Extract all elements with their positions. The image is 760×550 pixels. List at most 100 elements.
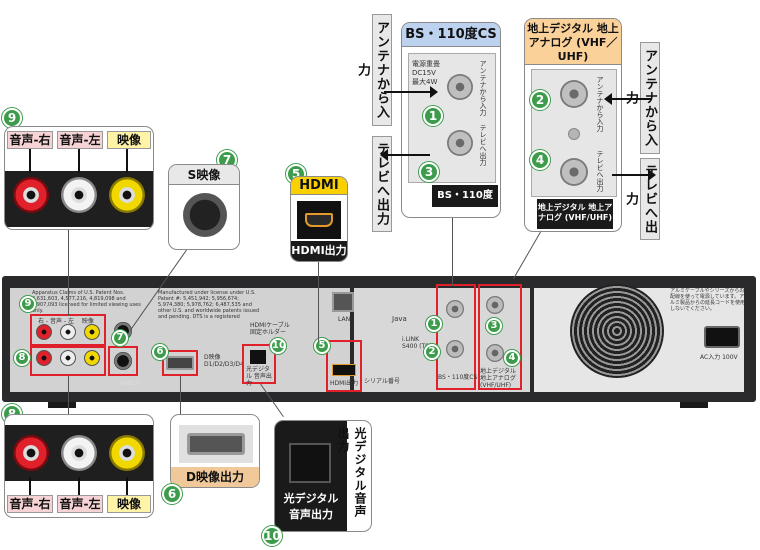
device-av9-white (60, 324, 76, 340)
device-serial-label: シリアル番号 (364, 378, 400, 385)
optical-callout-port (289, 443, 331, 483)
dvideo-callout-badge: 6 (162, 484, 182, 504)
av8-callout: 音声-右 音声-左 映像 (4, 414, 154, 518)
device-av9-yellow (84, 324, 100, 340)
device-foot-left (48, 402, 76, 408)
optical-side-label: 光デジタル音声出力 (336, 427, 367, 518)
bs-callout: BS・110度CS 電源重畳 DC15V 最大4W アンテナから入力 テレビへ出… (401, 22, 501, 218)
device-ac-inlet (704, 326, 740, 348)
av-out-label: AV出力 (120, 380, 140, 387)
device-ac-label: AC入力 100V (700, 354, 738, 361)
bs-callout-header: BS・110度CS (402, 23, 500, 47)
device-hdmi-label: HDMI出力 (330, 380, 359, 387)
dvideo-callout-caption: D映像出力 (171, 467, 259, 487)
svideo-callout-connector (183, 193, 227, 237)
dvideo-callout: D映像出力 (170, 414, 260, 488)
device-bs-out (446, 340, 464, 358)
terr-mid-screw (568, 128, 580, 140)
bs-in-arrowhead (430, 86, 438, 98)
device-av8-box (30, 346, 106, 376)
av8-label-left: 音声-左 (57, 495, 103, 513)
device-right-warning: アルミケーブルやシリーズからの配線を使って電源しています。アルミ製品からの延長コ… (670, 288, 746, 312)
av9-label-left: 音声-左 (57, 131, 103, 149)
dts-text: Manufactured under license under U.S. Pa… (158, 290, 260, 320)
device-badge-1: 1 (426, 316, 442, 332)
device-svideo-box (108, 346, 138, 376)
av9-arrow-1 (29, 149, 31, 173)
bs-panel: 電源重畳 DC15V 最大4W アンテナから入力 テレビへ出力 (408, 53, 496, 183)
device-dvideo-box (162, 350, 198, 376)
device-terr-box (478, 284, 522, 390)
device-av9-red (36, 324, 52, 340)
device-av8-white (60, 350, 76, 366)
device-dvideo-port (166, 356, 194, 370)
device-foot-right (680, 402, 708, 408)
hdmi-callout-header: HDMI (291, 177, 347, 195)
device-fan-grille (570, 284, 664, 378)
av-in-row-label: 右 - 音声 - 左 映像 (38, 318, 94, 325)
av9-red-jack (13, 177, 49, 213)
device-hdmi-box (326, 340, 362, 392)
device-badge-8: 8 (14, 350, 30, 366)
device-svideo-jack (114, 352, 132, 370)
device-java-label: Java (392, 315, 407, 323)
terr-panel-caption: 地上デジタル 地上アナログ (VHF/UHF) (537, 199, 613, 229)
dvideo-callout-port (179, 425, 253, 463)
terr-panel: アンテナから入力 テレビへ出力 (531, 69, 617, 197)
av9-arrow-3 (126, 149, 128, 173)
device-ilink-label: i.LINK S400 (TS) (402, 336, 432, 350)
device-optical-label: 光デジタル 音声出力 (246, 366, 272, 387)
bs-in-arrow (384, 91, 432, 93)
device-lan-port (332, 292, 354, 312)
terr-in-connector (560, 80, 588, 108)
device-badge-4: 4 (504, 350, 520, 366)
hdmi-callout: HDMI HDMI出力 (290, 176, 348, 262)
bs-out-connector (447, 130, 473, 156)
terr-out-arrow (612, 174, 650, 176)
terr-callout-header: 地上デジタル 地上アナログ (VHF／UHF) (525, 19, 621, 65)
hdmi-cable-holder-label: HDMIケーブル 固定ホルダー (250, 322, 290, 336)
hdmi-callout-port (297, 201, 341, 239)
bs-power-text: 電源重畳 DC15V 最大4W (412, 60, 440, 86)
device-badge-2: 2 (424, 344, 440, 360)
bs-port-out-label: テレビへ出力 (479, 124, 487, 166)
av8-arrow-2 (78, 477, 80, 495)
device-terr-in (486, 296, 504, 314)
bs-panel-caption: BS・110度CS (432, 185, 498, 217)
bs-out-arrowhead (380, 149, 388, 161)
device-optical-port (250, 350, 266, 364)
terr-port-out-label: テレビへ出力 (596, 150, 604, 192)
terr-in-arrow (610, 98, 652, 100)
av9-arrow-2 (78, 149, 80, 173)
device-bs-box (436, 284, 476, 390)
leader-dvideo (180, 376, 181, 416)
device-terr-out (486, 344, 504, 362)
optical-callout-caption: 光デジタル 音声出力 (283, 492, 339, 521)
terr-callout: 地上デジタル 地上アナログ (VHF／UHF) アンテナから入力 テレビへ出力 … (524, 18, 622, 232)
terr-port-in-label: アンテナから入力 (596, 76, 604, 132)
av9-white-jack (61, 177, 97, 213)
device-badge-10: 10 (270, 338, 286, 354)
patent-text: Apparatus Claims of U.S. Patent Nos. 4,6… (32, 290, 141, 314)
leader-av8 (68, 376, 69, 416)
bs-port-in-label: アンテナから入力 (479, 60, 487, 116)
terr-out-badge: 4 (530, 150, 550, 170)
terr-out-arrowhead (648, 169, 656, 181)
terr-out-connector (560, 158, 588, 186)
leader-terr (513, 231, 541, 280)
av8-label-right: 音声-右 (7, 495, 53, 513)
av8-red-jack (13, 435, 49, 471)
bs-in-badge: 1 (423, 106, 443, 126)
device-bs-in (446, 300, 464, 318)
device-av8-red (36, 350, 52, 366)
bs-in-connector (447, 74, 473, 100)
leader-av9 (68, 230, 69, 316)
device-av8-yellow (84, 350, 100, 366)
device-lan-label: LAN (338, 316, 351, 323)
av8-arrow-3 (126, 477, 128, 495)
device-badge-5: 5 (314, 338, 330, 354)
optical-callout: 光デジタル 音声出力 光デジタル音声出力 (274, 420, 372, 532)
optical-callout-panel: 光デジタル 音声出力 (275, 421, 347, 531)
av9-label-video: 映像 (107, 131, 151, 149)
av9-label-right: 音声-右 (7, 131, 53, 149)
